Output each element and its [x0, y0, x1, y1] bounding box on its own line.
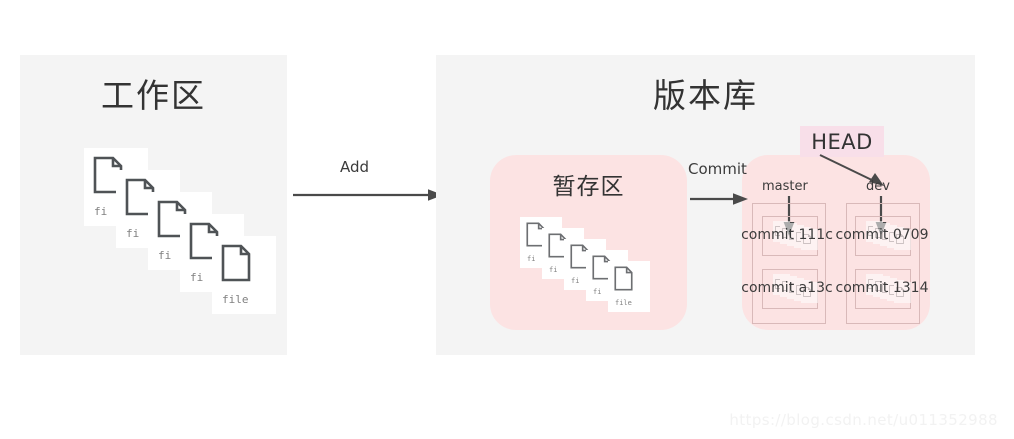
branch-label-dev: dev — [866, 179, 890, 194]
commit-label-master-0: commit 111c — [741, 227, 833, 243]
file-card-label: fi — [94, 205, 108, 218]
arrow-right-icon-commit — [690, 193, 748, 205]
document-icon — [221, 244, 251, 282]
branch-column-master — [752, 203, 826, 324]
file-card: file — [212, 236, 276, 314]
add-arrow-label: Add — [340, 158, 370, 176]
file-card-label: fi — [549, 266, 558, 274]
commit-label-dev-1: commit 1314 — [835, 280, 929, 296]
staging-area-title: 暂存区 — [552, 174, 625, 200]
staging-area-file-stack: fi fi fi fi file — [520, 217, 650, 312]
repository-title: 版本库 — [653, 76, 758, 115]
file-card-label: fi — [126, 227, 140, 240]
file-card-label: fi — [527, 255, 536, 263]
document-icon — [803, 231, 811, 244]
branch-column-dev — [846, 203, 920, 324]
file-card-label: file — [615, 299, 632, 307]
commit-box-master-1[interactable] — [762, 269, 818, 309]
arrow-right-icon-add — [293, 189, 443, 201]
file-card — [894, 282, 911, 303]
arrow-diagonal-icon-head-to-dev — [819, 154, 884, 186]
file-card-label: fi — [593, 288, 602, 296]
document-icon — [896, 284, 904, 297]
commit-file-stack — [866, 221, 911, 250]
file-card — [801, 282, 818, 303]
commit-file-stack — [773, 221, 818, 250]
working-area-title: 工作区 — [101, 76, 206, 115]
commit-label-dev-0: commit 0709 — [835, 227, 929, 243]
commit-file-stack — [773, 274, 818, 303]
file-card-label: fi — [571, 277, 580, 285]
branch-label-master: master — [762, 179, 808, 194]
file-card: file — [608, 261, 650, 312]
document-icon — [803, 284, 811, 297]
commit-arrow-label: Commit — [688, 160, 747, 178]
file-card-label: file — [222, 293, 249, 306]
file-card-label: fi — [158, 249, 172, 262]
commit-box-master-0[interactable] — [762, 216, 818, 256]
staging-area-zone: 暂存区 fi fi fi fi file — [490, 155, 687, 330]
file-card — [894, 229, 911, 250]
commit-box-dev-1[interactable] — [855, 269, 911, 309]
file-card-label: fi — [190, 271, 204, 284]
commit-box-dev-0[interactable] — [855, 216, 911, 256]
commit-label-master-1: commit a13c — [741, 280, 833, 296]
document-icon — [896, 231, 904, 244]
working-area-file-stack: fi fi fi fi file — [84, 148, 276, 314]
head-badge: HEAD — [800, 126, 884, 157]
file-card — [801, 229, 818, 250]
watermark-text: https://blog.csdn.net/u011352988 — [729, 411, 998, 429]
commit-file-stack — [866, 274, 911, 303]
working-area-panel: 工作区 fi fi fi fi file — [20, 55, 287, 355]
document-icon — [614, 266, 633, 291]
